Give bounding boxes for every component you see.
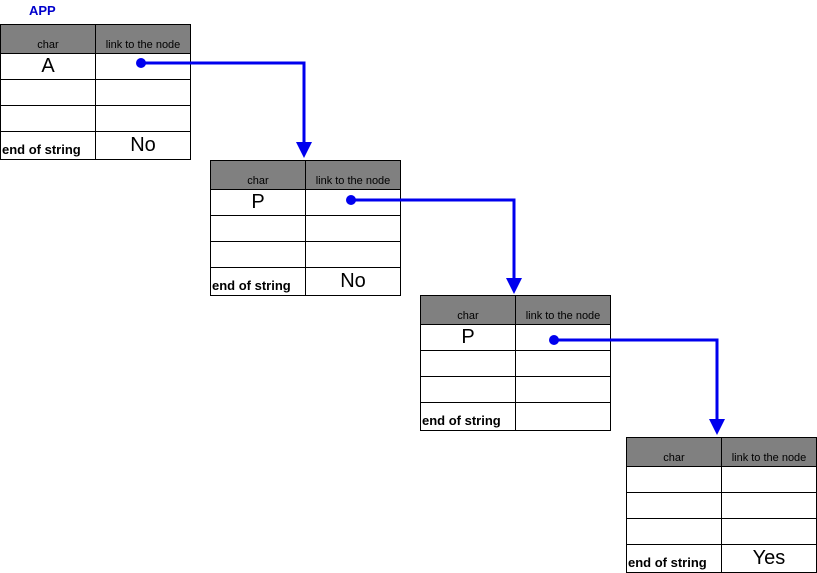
end-of-string-label: end of string: [626, 544, 722, 573]
link-origin-dot: [346, 195, 356, 205]
char-column-header: char: [420, 295, 516, 325]
char-cell: [210, 241, 306, 268]
link-line: [554, 338, 719, 423]
link-column-header: link to the node: [305, 160, 401, 190]
arrowhead-icon: [506, 278, 522, 294]
diagram-title: APP: [29, 3, 56, 18]
char-column-header: char: [210, 160, 306, 190]
end-of-string-label: end of string: [210, 267, 306, 296]
char-cell: A: [0, 53, 96, 80]
arrowhead-icon: [296, 142, 312, 158]
trie-node-0: char link to the node A end of string No: [0, 24, 191, 160]
char-cell: [626, 492, 722, 519]
arrowhead-icon: [709, 419, 725, 435]
link-cell: [95, 79, 191, 106]
link-cell: [305, 215, 401, 242]
link-arrow-1-to-2: [351, 198, 516, 282]
char-cell: [626, 466, 722, 493]
end-of-string-value: Yes: [721, 544, 817, 573]
link-line: [141, 61, 306, 146]
link-cell: [305, 241, 401, 268]
trie-node-1: char link to the node P end of string No: [210, 160, 401, 296]
node-table: char link to the node P end of string: [420, 295, 611, 431]
link-line: [351, 198, 516, 282]
link-column-header: link to the node: [515, 295, 611, 325]
link-arrow-2-to-3: [554, 338, 719, 423]
trie-node-3: char link to the node end of string Yes: [626, 437, 817, 573]
link-origin-dot: [549, 335, 559, 345]
end-of-string-value: No: [305, 267, 401, 296]
link-column-header: link to the node: [95, 24, 191, 54]
char-cell: P: [420, 324, 516, 351]
end-of-string-label: end of string: [0, 131, 96, 160]
char-cell: P: [210, 189, 306, 216]
end-of-string-value: No: [95, 131, 191, 160]
char-cell: [210, 215, 306, 242]
node-table: char link to the node A end of string No: [0, 24, 191, 160]
char-column-header: char: [626, 437, 722, 467]
link-arrow-0-to-1: [141, 61, 306, 146]
node-table: char link to the node end of string Yes: [626, 437, 817, 573]
link-column-header: link to the node: [721, 437, 817, 467]
trie-node-2: char link to the node P end of string: [420, 295, 611, 431]
end-of-string-value: [515, 402, 611, 431]
node-table: char link to the node P end of string No: [210, 160, 401, 296]
link-origin-dot: [136, 58, 146, 68]
link-cell: [95, 105, 191, 132]
link-cell: [515, 376, 611, 403]
link-cell: [721, 466, 817, 493]
